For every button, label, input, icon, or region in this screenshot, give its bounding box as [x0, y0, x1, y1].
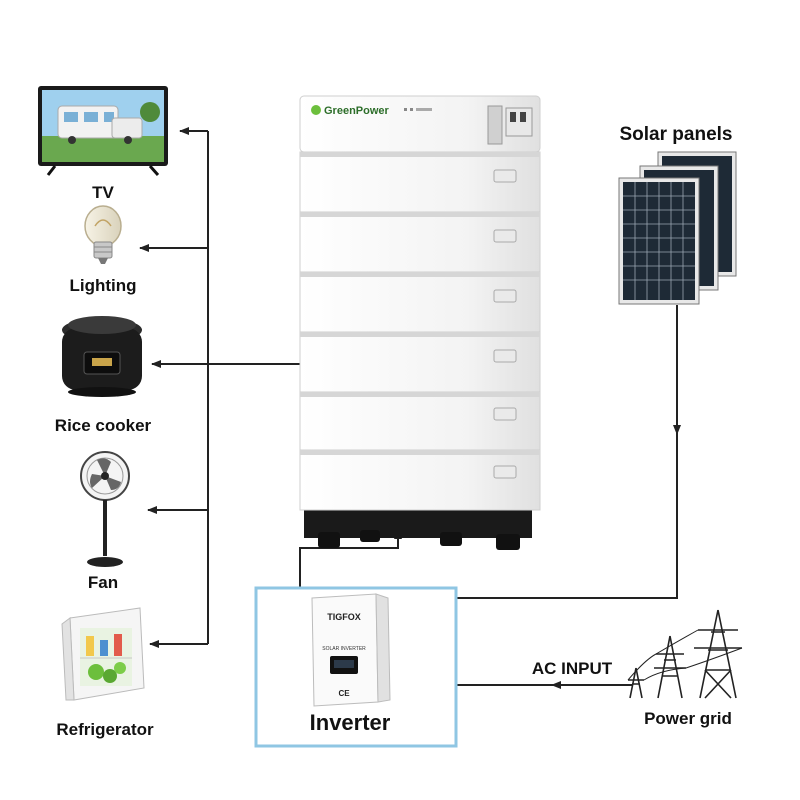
lightbulb-icon — [84, 205, 122, 264]
power-grid-label: Power grid — [644, 709, 732, 728]
battery-module — [299, 211, 541, 273]
connector-lines — [139, 127, 681, 689]
tv-icon — [38, 86, 168, 176]
solar-to-inverter-line — [456, 434, 678, 599]
inverter-device-title: SOLAR INVERTER — [322, 646, 366, 652]
battery-module — [299, 151, 541, 213]
ac-input-label: AC INPUT — [532, 659, 613, 678]
battery-brand-logo: GreenPower — [324, 105, 390, 117]
fan-label: Fan — [88, 573, 118, 592]
fan-icon — [80, 451, 130, 567]
power-tower-icon — [627, 609, 743, 699]
inverter-to-battery-line — [299, 529, 402, 588]
battery-module — [299, 271, 541, 333]
lighting-label: Lighting — [69, 276, 136, 295]
battery-module — [299, 391, 541, 451]
inverter-device-logo: TIGFOX — [327, 612, 361, 622]
inverter-device-icon: TIGFOX SOLAR INVERTER CE — [311, 593, 391, 707]
tv-label: TV — [92, 183, 114, 202]
battery-module — [299, 331, 541, 393]
refrigerator-icon — [61, 607, 145, 701]
inverter-label: Inverter — [310, 710, 391, 735]
rice-cooker-label: Rice cooker — [55, 416, 152, 435]
battery-stack: GreenPower — [299, 95, 541, 550]
refrigerator-label: Refrigerator — [56, 720, 154, 739]
ce-mark: CE — [338, 689, 350, 698]
rice-cooker-icon — [62, 316, 142, 397]
solar-panel-icon — [618, 151, 737, 305]
battery-module — [299, 449, 541, 511]
solar-panels-label: Solar panels — [620, 124, 733, 145]
